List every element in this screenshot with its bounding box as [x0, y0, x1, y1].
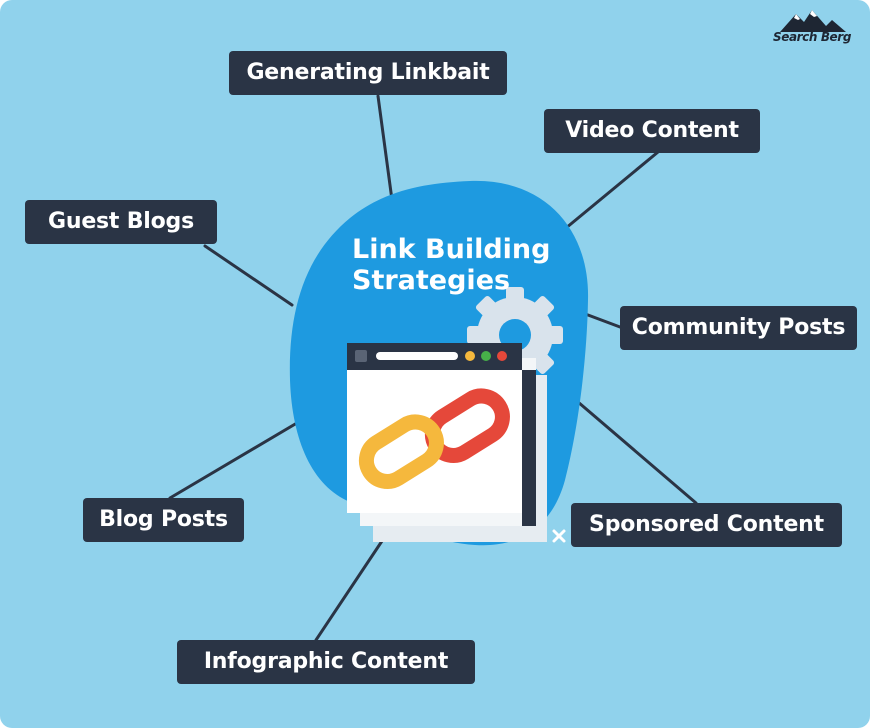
connector-blog	[168, 418, 304, 500]
brand-logo: Search Berg	[770, 8, 854, 50]
mountain-logo-icon	[780, 10, 846, 32]
node-video-content: Video Content	[544, 109, 760, 153]
connector-sponsored	[576, 400, 698, 505]
node-blog-posts: Blog Posts	[83, 498, 244, 542]
hub-title-line2: Strategies	[352, 265, 511, 296]
browser-window-icon	[347, 343, 547, 542]
brand-name: Search Berg	[772, 30, 852, 44]
sparkle-icon	[552, 529, 566, 543]
node-generating-linkbait: Generating Linkbait	[229, 51, 507, 95]
connector-linkbait	[376, 94, 394, 202]
connector-guest	[203, 244, 294, 307]
hub-title: Link Building Strategies	[352, 234, 572, 296]
node-community-posts: Community Posts	[620, 306, 857, 350]
hub-title-line1: Link Building	[352, 234, 551, 265]
node-sponsored-content: Sponsored Content	[571, 503, 842, 547]
node-guest-blogs: Guest Blogs	[25, 200, 217, 244]
chain-link-icon	[358, 388, 510, 489]
connector-video	[564, 150, 660, 230]
connector-infographic	[314, 536, 386, 642]
node-infographic-content: Infographic Content	[177, 640, 475, 684]
